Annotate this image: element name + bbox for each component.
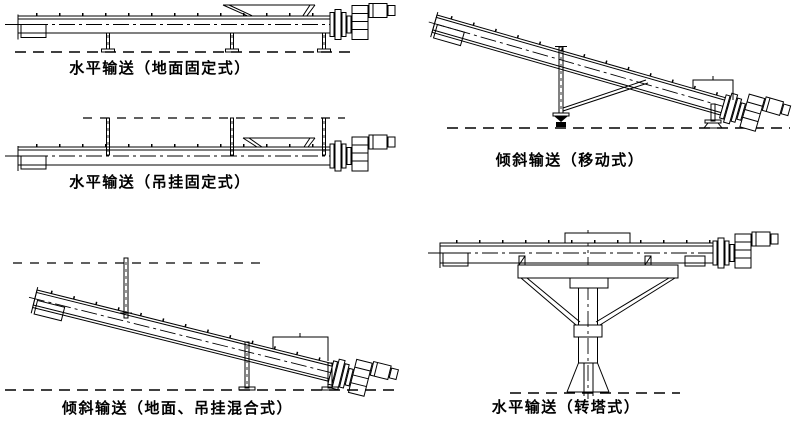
caster-wheel xyxy=(554,116,568,122)
caption-horizontal-turret: 水平输送（转塔式） xyxy=(491,398,641,416)
figure-horizontal-hanging-fixed xyxy=(5,117,396,172)
main-support-post xyxy=(552,46,570,127)
figure-horizontal-ground-fixed xyxy=(5,3,396,53)
feed-hopper xyxy=(222,4,316,17)
hanger-rod xyxy=(120,257,132,319)
end-bearing xyxy=(17,14,47,40)
feed-hopper xyxy=(242,137,316,148)
turret-platform xyxy=(517,264,679,279)
turret-column xyxy=(573,287,603,364)
hanger-rod xyxy=(102,117,114,156)
conveyor-tube xyxy=(28,286,400,404)
conveyor-tube xyxy=(428,240,722,264)
end-plate xyxy=(430,11,439,38)
conveyor-tube xyxy=(5,13,336,34)
end-plate xyxy=(30,286,39,314)
inlet-box xyxy=(432,23,465,47)
support-leg xyxy=(225,32,239,53)
caster-wheel xyxy=(556,122,566,127)
outlet-box xyxy=(684,255,706,267)
conveyor-tube xyxy=(428,11,792,140)
drive-unit xyxy=(326,351,400,404)
caption-inclined-mobile: 倾斜输送（移动式） xyxy=(495,151,645,169)
end-bearing xyxy=(439,242,469,269)
diagonal-brace xyxy=(562,79,649,112)
mounting-bracket xyxy=(272,333,329,361)
figure-inclined-mobile xyxy=(428,11,792,140)
drive-unit xyxy=(329,134,396,172)
drive-unit xyxy=(712,231,779,269)
figure-inclined-mixed xyxy=(5,257,400,404)
top-box xyxy=(564,232,631,244)
tail-support-post xyxy=(702,103,724,129)
hanger-rod xyxy=(226,117,238,156)
drive-unit xyxy=(329,3,396,40)
caption-horizontal-ground-fixed: 水平输送（地面固定式） xyxy=(69,59,251,77)
mid-support-post xyxy=(238,341,256,391)
turret-braces xyxy=(520,277,676,326)
inlet-box xyxy=(33,299,66,322)
mounting-bracket xyxy=(692,76,734,100)
drive-unit xyxy=(718,85,792,140)
support-leg xyxy=(317,32,331,53)
tube-mount-stubs xyxy=(518,255,652,266)
platform-hub xyxy=(569,277,609,289)
caption-horizontal-hanging-fixed: 水平输送（吊挂固定式） xyxy=(69,173,251,191)
support-leg xyxy=(101,32,115,53)
conveyor-tube xyxy=(5,144,336,166)
figure-horizontal-turret xyxy=(428,230,779,399)
hanger-rod xyxy=(318,117,330,156)
turret-base xyxy=(566,362,610,396)
caption-inclined-mixed: 倾斜输送（地面、吊挂混合式） xyxy=(61,399,293,417)
